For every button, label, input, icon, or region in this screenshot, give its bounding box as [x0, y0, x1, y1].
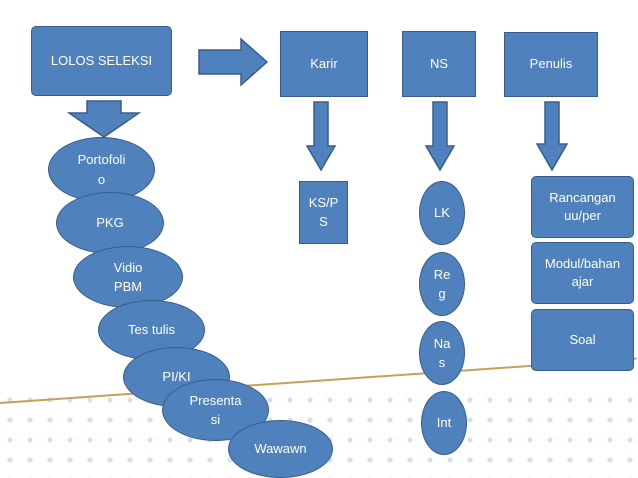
ns-item-int: Int: [421, 391, 467, 455]
ns-box: NS: [402, 31, 476, 97]
right-arrow: [197, 37, 269, 87]
ns-item-label: Na s: [433, 335, 451, 371]
down-arrow-ns: [424, 100, 456, 172]
lolos-seleksi-label: LOLOS SELEKSI: [50, 52, 153, 68]
karir-box: Karir: [280, 31, 368, 97]
ns-item-label: Int: [436, 415, 452, 431]
down-arrow-lolos: [67, 99, 141, 139]
step-label: Tes tulis: [128, 322, 175, 338]
penulis-item-rancangan: Rancangan uu/per: [531, 176, 634, 238]
down-arrow-penulis: [535, 100, 569, 172]
step-label: Vidio PBM: [113, 259, 143, 295]
penulis-item-label: Modul/bahan ajar: [544, 255, 621, 289]
penulis-label: Penulis: [529, 56, 573, 72]
step-wawawn: Wawawn: [228, 420, 333, 478]
penulis-box: Penulis: [504, 32, 598, 97]
penulis-item-label: Rancangan uu/per: [549, 189, 616, 223]
ns-item-label: LK: [434, 205, 450, 221]
step-label: PKG: [96, 215, 124, 231]
penulis-item-soal: Soal: [531, 309, 634, 371]
karir-item-ksps: KS/P S: [299, 181, 348, 244]
down-arrow-karir: [305, 100, 337, 172]
penulis-item-label: Soal: [569, 331, 596, 347]
ns-item-lk: LK: [419, 181, 465, 245]
ns-item-label: Re g: [433, 266, 451, 302]
penulis-item-modul: Modul/bahan ajar: [531, 242, 634, 304]
step-pkg: PKG: [56, 192, 164, 254]
step-portofolio: Portofoli o: [48, 137, 155, 202]
ns-item-reg: Re g: [419, 252, 465, 316]
ns-item-nas: Na s: [419, 321, 465, 385]
step-label: Presenta si: [189, 392, 242, 428]
ns-label: NS: [429, 55, 449, 71]
karir-item-label: KS/P S: [308, 195, 339, 229]
karir-label: Karir: [310, 55, 338, 71]
step-label: PI/KI: [162, 369, 191, 385]
step-vidio-pbm: Vidio PBM: [73, 246, 183, 308]
step-label: Portofoli o: [77, 152, 126, 187]
step-label: Wawawn: [254, 441, 307, 457]
lolos-seleksi-box: LOLOS SELEKSI: [31, 26, 172, 96]
